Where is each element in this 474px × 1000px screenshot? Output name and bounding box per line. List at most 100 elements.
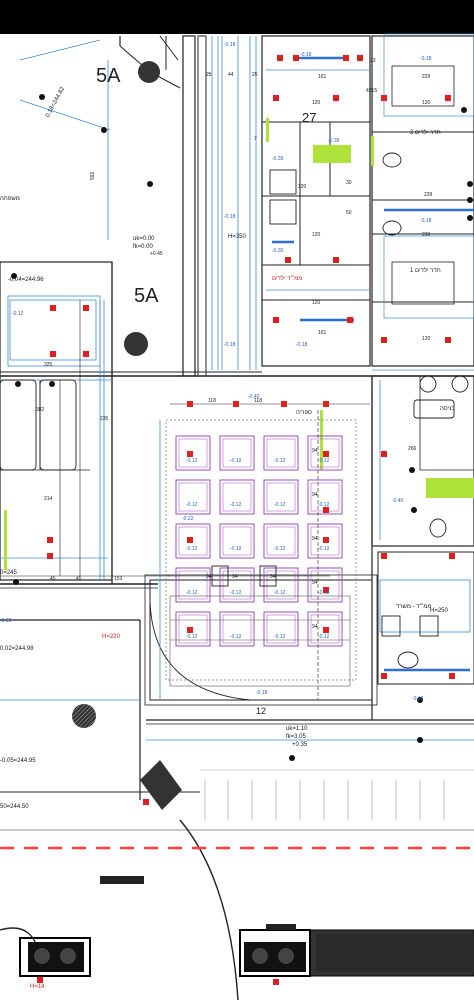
elev-1-label: -0.04=244.96: [8, 277, 44, 283]
red-fixture-marker: [285, 257, 291, 263]
ceiling-panel-inner: [310, 570, 340, 600]
dim-214: 214: [44, 496, 53, 502]
dim-120-d: 120: [422, 336, 431, 342]
ceiling-panel-inner: [178, 438, 208, 468]
dim-25-a: 25: [206, 72, 212, 78]
dimension-lines: [0, 300, 370, 577]
ceiling-panel-inner: [310, 438, 340, 468]
red-fixture-marker: [323, 627, 329, 633]
ceiling-panel: [307, 611, 343, 647]
dim-120-b: 120: [312, 300, 321, 306]
ceiling-level-label: -0.12: [186, 502, 198, 508]
red-fixture-marker: [449, 553, 455, 559]
ceiling-panel: [263, 567, 299, 603]
ceiling-panel-inner: [222, 614, 252, 644]
black-pointer-dots: [11, 94, 473, 761]
level-minus-050: -0.18: [0, 618, 12, 624]
grid-labels: -0.12 -0.12 -0.12 -0.12 -0.12 -0.12 -0.12 -0.12…: [186, 448, 330, 640]
ceiling-level-label: -0.12: [318, 546, 330, 552]
dim-94-label: 94: [312, 492, 318, 498]
ceiling-level-label: -0.12: [230, 458, 242, 464]
zone-5a-mid-label: 5A: [134, 285, 159, 307]
red-fixture-marker: [50, 305, 56, 311]
level-minus-022: -0.22: [182, 516, 194, 522]
black-pointer-dot: [147, 181, 153, 187]
red-fixture-marker: [37, 977, 43, 983]
ceiling-level-label: -0.12: [230, 502, 242, 508]
dim-120-c: 120: [422, 100, 431, 106]
level-minus-018-c: -0.18: [224, 342, 236, 348]
level-minus-018-a: -0.18: [224, 42, 236, 48]
room-kids-label: ממ״ד ילדים: [272, 274, 302, 282]
red-fixture-marker: [323, 587, 329, 593]
red-fixture-marker: [143, 799, 149, 805]
dim-153: 153: [114, 576, 123, 582]
dim-94-label: 94: [206, 574, 212, 580]
black-pointer-dot: [467, 215, 473, 221]
ceiling-panel: [175, 567, 211, 603]
red-fixture-marker: [323, 451, 329, 457]
ceiling-panel: [219, 523, 255, 559]
red-fixture-marker: [381, 451, 387, 457]
elev-6-label: 0.18=244.82: [45, 86, 66, 119]
dim-94-label: 94: [312, 536, 318, 542]
ceiling-panel-inner: [266, 438, 296, 468]
bottom-hatch-strips: [200, 769, 474, 820]
ceiling-level-label: -0.12: [318, 458, 330, 464]
ceiling-panel-inner: [178, 614, 208, 644]
ceiling-level-label: -0.12: [274, 546, 286, 552]
red-fixture-marker: [323, 537, 329, 543]
dim-120-f: 120: [312, 232, 321, 238]
ceiling-panel: [219, 567, 255, 603]
bottom-black-units: [28, 876, 474, 972]
dim-45-b: 45: [50, 576, 56, 582]
black-pointer-dot: [411, 507, 417, 513]
height-350-label: H=350: [228, 234, 247, 240]
dim-45-a: 45: [76, 576, 82, 582]
black-pointer-dot: [49, 381, 55, 387]
ceiling-panel: [175, 479, 211, 515]
dim-229: 229: [422, 74, 431, 80]
ceiling-panel: [307, 567, 343, 603]
dim-325: 325: [44, 362, 53, 368]
ceiling-level-label: -0.12: [274, 634, 286, 640]
library-bottom-shelf: [169, 595, 351, 687]
ceiling-panel: [263, 435, 299, 471]
red-fixture-marker: [333, 257, 339, 263]
dim-94-label: 94: [312, 580, 318, 586]
plan-text-labels: 5A 5A 27 12 H=350 H=250 H=220 חדר ילדים …: [0, 42, 455, 990]
room-office-label: ממ״ד - משרד: [396, 603, 432, 610]
library-ceiling-grid: [175, 435, 343, 647]
red-fixture-marker: [381, 337, 387, 343]
red-fixture-marker: [347, 317, 353, 323]
red-fixture-marker: [83, 351, 89, 357]
level-minus-030: -0.30: [272, 248, 284, 254]
dim-120-e: 120: [298, 184, 307, 190]
level-uk-1-label: uk=0.00: [133, 236, 155, 242]
red-fixture-marker: [445, 95, 451, 101]
room-library-label: ספריה: [296, 410, 312, 416]
room-bed2-label: חדר ילדים 2: [410, 128, 441, 136]
ceiling-level-label: -0.12: [186, 590, 198, 596]
ceiling-panel: [307, 435, 343, 471]
dim-118-a: 118: [208, 398, 216, 404]
red-fixture-marker: [381, 673, 387, 679]
red-fixture-marker: [47, 553, 53, 559]
level-fk-1-label: fk=0.00: [133, 244, 154, 250]
ceiling-panel: [219, 611, 255, 647]
red-fixture-marker: [357, 55, 363, 61]
ceiling-level-label: -0.12: [230, 590, 242, 596]
dim-73: 73: [370, 58, 376, 64]
dim-25-b: 25: [252, 72, 258, 78]
red-fixture-markers: [37, 55, 455, 985]
room-number-27: 27: [302, 110, 316, 125]
ceiling-panel: [219, 479, 255, 515]
ceiling-level-label: -0.12: [318, 590, 330, 596]
level-minus-018-g: -0.18: [300, 52, 312, 58]
red-fixture-marker: [273, 979, 279, 985]
red-fixture-marker: [273, 317, 279, 323]
room-entrance-label: כניסה: [440, 406, 455, 412]
ceiling-panel-inner: [222, 482, 252, 512]
red-fixture-marker: [293, 55, 299, 61]
red-fixture-marker: [323, 401, 329, 407]
